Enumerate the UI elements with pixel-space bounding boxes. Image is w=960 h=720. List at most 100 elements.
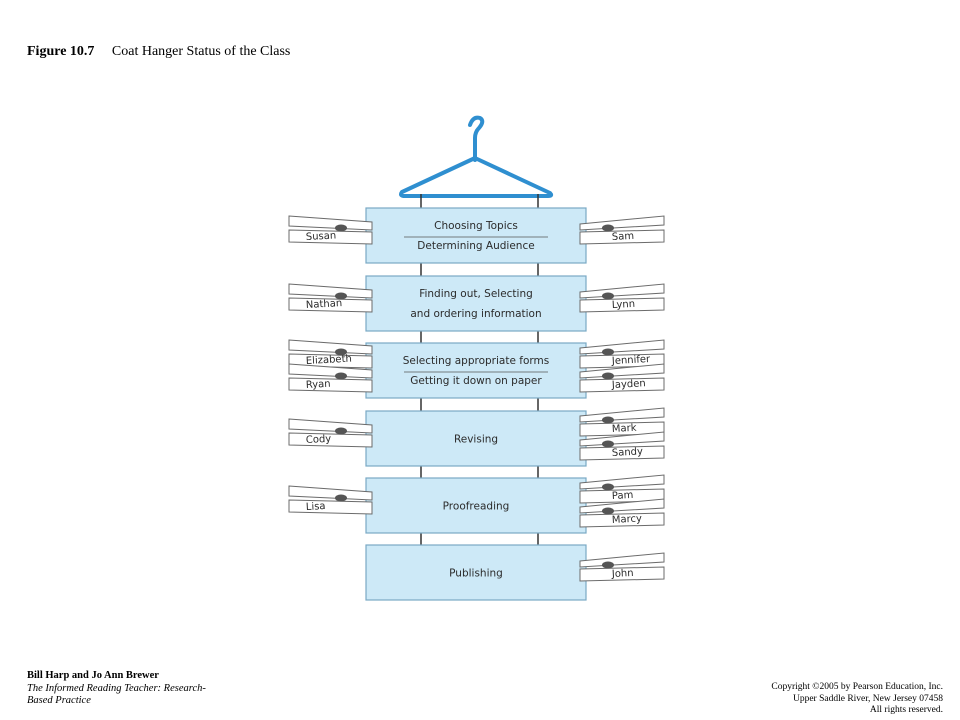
clothespin: Jennifer bbox=[579, 339, 665, 369]
clothespin-top-jaw bbox=[288, 215, 373, 231]
clothespin: Elizabeth bbox=[288, 339, 373, 369]
clothespin-spring-icon bbox=[335, 494, 347, 502]
clothespin-spring-icon bbox=[602, 224, 614, 232]
copyright: Copyright ©2005 by Pearson Education, In… bbox=[771, 682, 943, 692]
clothespin-spring-icon bbox=[335, 427, 347, 435]
hanger-hook-icon bbox=[468, 115, 485, 162]
stage-label: Proofreading bbox=[443, 501, 510, 513]
clothespin-bottom-jaw bbox=[579, 229, 665, 245]
clothespin-top-jaw bbox=[579, 339, 665, 355]
student-name: Susan bbox=[306, 230, 337, 243]
clothespin-bottom-jaw bbox=[579, 566, 665, 582]
figure-header: Figure 10.7 Coat Hanger Status of the Cl… bbox=[27, 44, 290, 60]
clothespin: Jayden bbox=[579, 363, 665, 393]
rights: All rights reserved. bbox=[869, 705, 943, 715]
clothespin-spring-icon bbox=[602, 292, 614, 300]
clothespin-spring-icon bbox=[335, 348, 347, 356]
stage-box: Revising bbox=[365, 410, 587, 467]
clothespin-top-jaw bbox=[579, 283, 665, 299]
clothespin-top-jaw bbox=[579, 498, 665, 514]
clothespin-spring-icon bbox=[602, 416, 614, 424]
student-name: Jayden bbox=[611, 378, 646, 391]
student-name: Elizabeth bbox=[306, 354, 353, 367]
student-name: Jennifer bbox=[611, 354, 652, 367]
book-title-line-1: The Informed Reading Teacher: Research- bbox=[27, 682, 206, 694]
stage-label: Choosing Topics bbox=[434, 220, 518, 232]
clothespin-bottom-jaw bbox=[579, 445, 665, 461]
clothespin-spring-icon bbox=[602, 483, 614, 491]
clothespin: Sandy bbox=[579, 431, 665, 461]
clothespin-top-jaw bbox=[288, 418, 373, 434]
clothespin: Nathan bbox=[288, 283, 373, 313]
stage-box-bg bbox=[365, 275, 587, 332]
clothespin-spring-icon bbox=[602, 372, 614, 380]
footer-copyright: Copyright ©2005 by Pearson Education, In… bbox=[683, 682, 943, 717]
clothespin: Mark bbox=[579, 407, 665, 437]
stage-label: Selecting appropriate forms bbox=[403, 355, 549, 367]
footer-credits: Bill Harp and Jo Ann Brewer The Informed… bbox=[27, 670, 247, 708]
stage-label: Finding out, Selecting bbox=[419, 288, 533, 300]
figure-label: Figure 10.7 bbox=[27, 44, 95, 59]
student-name: Lisa bbox=[306, 501, 326, 513]
stage-label: Publishing bbox=[449, 568, 503, 580]
clothespin-top-jaw bbox=[579, 407, 665, 423]
clothespin-spring-icon bbox=[602, 440, 614, 448]
stage-box-bg bbox=[365, 207, 587, 264]
student-name: Ryan bbox=[306, 379, 331, 391]
clothespin-bottom-jaw bbox=[288, 432, 373, 448]
clothespin: John bbox=[579, 552, 665, 582]
publisher-address: Upper Saddle River, New Jersey 07458 bbox=[792, 693, 943, 704]
figure-title: Coat Hanger Status of the Class bbox=[111, 44, 291, 59]
clothespin-top-jaw bbox=[579, 552, 665, 568]
student-name: Pam bbox=[612, 490, 634, 502]
student-name: Sandy bbox=[612, 446, 644, 459]
stage-box: Publishing bbox=[365, 544, 587, 601]
clothespin: Pam bbox=[579, 474, 665, 504]
clothespin-top-jaw bbox=[579, 363, 665, 379]
stage-box-bg bbox=[365, 544, 587, 601]
clothespin-top-jaw bbox=[579, 215, 665, 231]
stage-label: and ordering information bbox=[410, 308, 541, 320]
stage-label: Determining Audience bbox=[417, 240, 534, 252]
clothespin-bottom-jaw bbox=[288, 229, 373, 245]
clothespin-spring-icon bbox=[335, 292, 347, 300]
student-name: John bbox=[611, 568, 634, 580]
clothespin: Lynn bbox=[579, 283, 665, 313]
clothespin: Cody bbox=[288, 418, 373, 448]
clothespin-bottom-jaw bbox=[579, 377, 665, 393]
clothespin: Sam bbox=[579, 215, 665, 245]
clothespin-top-jaw bbox=[288, 485, 373, 501]
student-name: Mark bbox=[612, 423, 637, 435]
clothespin-top-jaw bbox=[288, 339, 373, 355]
clothespin-spring-icon bbox=[602, 348, 614, 356]
authors: Bill Harp and Jo Ann Brewer bbox=[27, 670, 159, 681]
clothespin-top-jaw bbox=[288, 283, 373, 299]
book-title-line-2: Based Practice bbox=[27, 695, 91, 706]
stage-label: Getting it down on paper bbox=[410, 375, 542, 387]
clothespin-bottom-jaw bbox=[579, 297, 665, 313]
student-name: Cody bbox=[306, 434, 332, 446]
clothespin-spring-icon bbox=[602, 507, 614, 515]
stage-box-bg bbox=[365, 477, 587, 534]
clothespin: Lisa bbox=[288, 485, 373, 515]
stage-box: Proofreading bbox=[365, 477, 587, 534]
hanger-body bbox=[399, 156, 554, 198]
clothespin-spring-icon bbox=[602, 561, 614, 569]
student-name: Sam bbox=[612, 231, 635, 243]
clothespin-spring-icon bbox=[335, 372, 347, 380]
student-name: Marcy bbox=[612, 513, 643, 526]
clothespin-bottom-jaw bbox=[288, 377, 373, 393]
student-name: Nathan bbox=[306, 298, 343, 311]
stage-box: Finding out, Selecting and ordering infor… bbox=[365, 275, 587, 332]
clothespin-top-jaw bbox=[579, 474, 665, 490]
clothespin-bottom-jaw bbox=[288, 297, 373, 313]
clothespin-top-jaw bbox=[579, 431, 665, 447]
clothespin-bottom-jaw bbox=[579, 512, 665, 528]
stage-label: Revising bbox=[454, 434, 498, 446]
clothespin-bottom-jaw bbox=[288, 353, 373, 369]
